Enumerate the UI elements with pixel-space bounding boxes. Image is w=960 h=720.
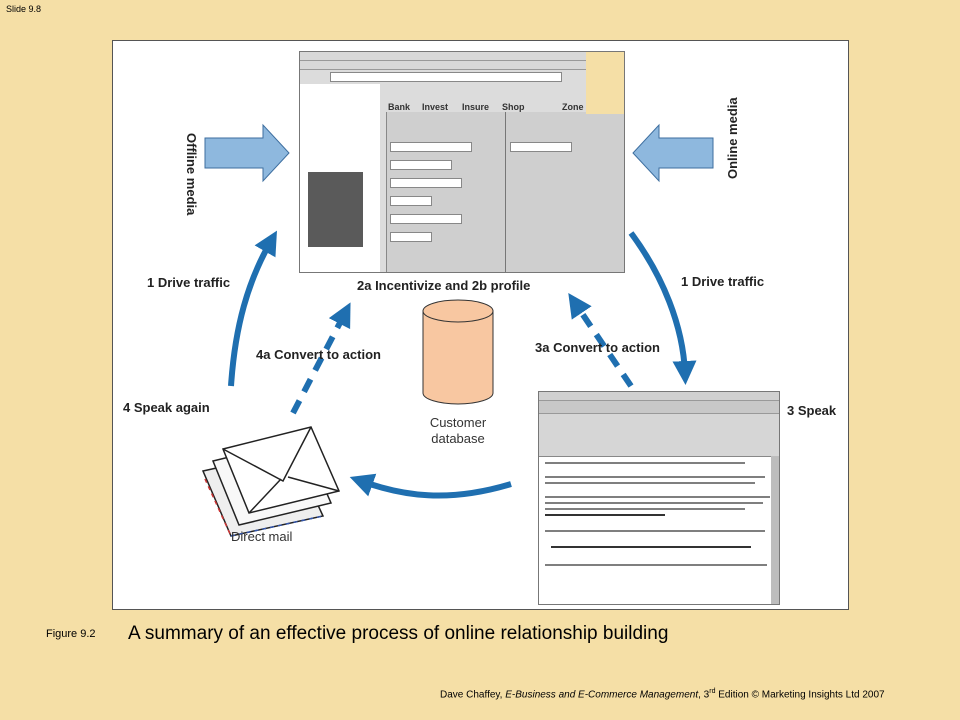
online-media-arrow [632, 123, 714, 183]
slide-number: Slide 9.8 [6, 4, 42, 14]
footer-book: E-Business and E-Commerce Management [505, 689, 699, 701]
email-scrollbar [771, 456, 779, 604]
speak-label: 3 Speak [787, 403, 837, 418]
online-media-label: Online media [725, 97, 740, 179]
drive-traffic-right-arrow [628, 231, 697, 385]
incentivize-profile-label: 2a Incentivize and 2b profile [357, 278, 531, 293]
nav-insure: Insure [462, 102, 490, 112]
drive-traffic-left-arrow [228, 230, 277, 387]
footer-author: Dave Chaffey, [440, 689, 506, 701]
footer-rest: Edition © Marketing Insights Ltd 2007 [715, 689, 885, 701]
footer-edition: , 3 [698, 689, 710, 701]
direct-mail-envelopes-icon [201, 426, 341, 537]
figure-title: A summary of an effective process of onl… [128, 623, 669, 644]
drive-traffic-left-label: 1 Drive traffic [147, 275, 231, 290]
offline-media-arrow [204, 123, 290, 183]
convert-3a-arrow [568, 293, 634, 388]
direct-mail-label: Direct mail [231, 529, 293, 544]
diagram-arrows [201, 123, 714, 537]
figure-panel: Bank Invest Insure Shop Zone [112, 40, 849, 610]
nav-zone: Zone [562, 102, 584, 112]
footer-citation: Dave Chaffey, E-Business and E-Commerce … [440, 688, 885, 700]
speak-again-label: 4 Speak again [123, 400, 210, 415]
nav-bank: Bank [388, 102, 411, 112]
speak-to-mail-arrow [349, 473, 512, 499]
offline-media-label: Offline media [184, 133, 199, 216]
convert-4a-arrow [290, 302, 351, 415]
website-screenshot: Bank Invest Insure Shop Zone [299, 51, 625, 273]
database-icon [422, 299, 494, 405]
convert-3a-label: 3a Convert to action [535, 340, 660, 355]
customer-database-label: Customer database [429, 415, 487, 446]
email-screenshot [538, 391, 780, 605]
figure-number: Figure 9.2 [46, 628, 96, 640]
email-header-fields [539, 414, 779, 457]
nav-shop: Shop [502, 102, 525, 112]
nav-invest: Invest [422, 102, 449, 112]
drive-traffic-right-label: 1 Drive traffic [681, 274, 765, 289]
website-photo [308, 172, 363, 247]
convert-4a-label: 4a Convert to action [256, 347, 381, 362]
footer-edition-sup: rd [709, 688, 716, 695]
